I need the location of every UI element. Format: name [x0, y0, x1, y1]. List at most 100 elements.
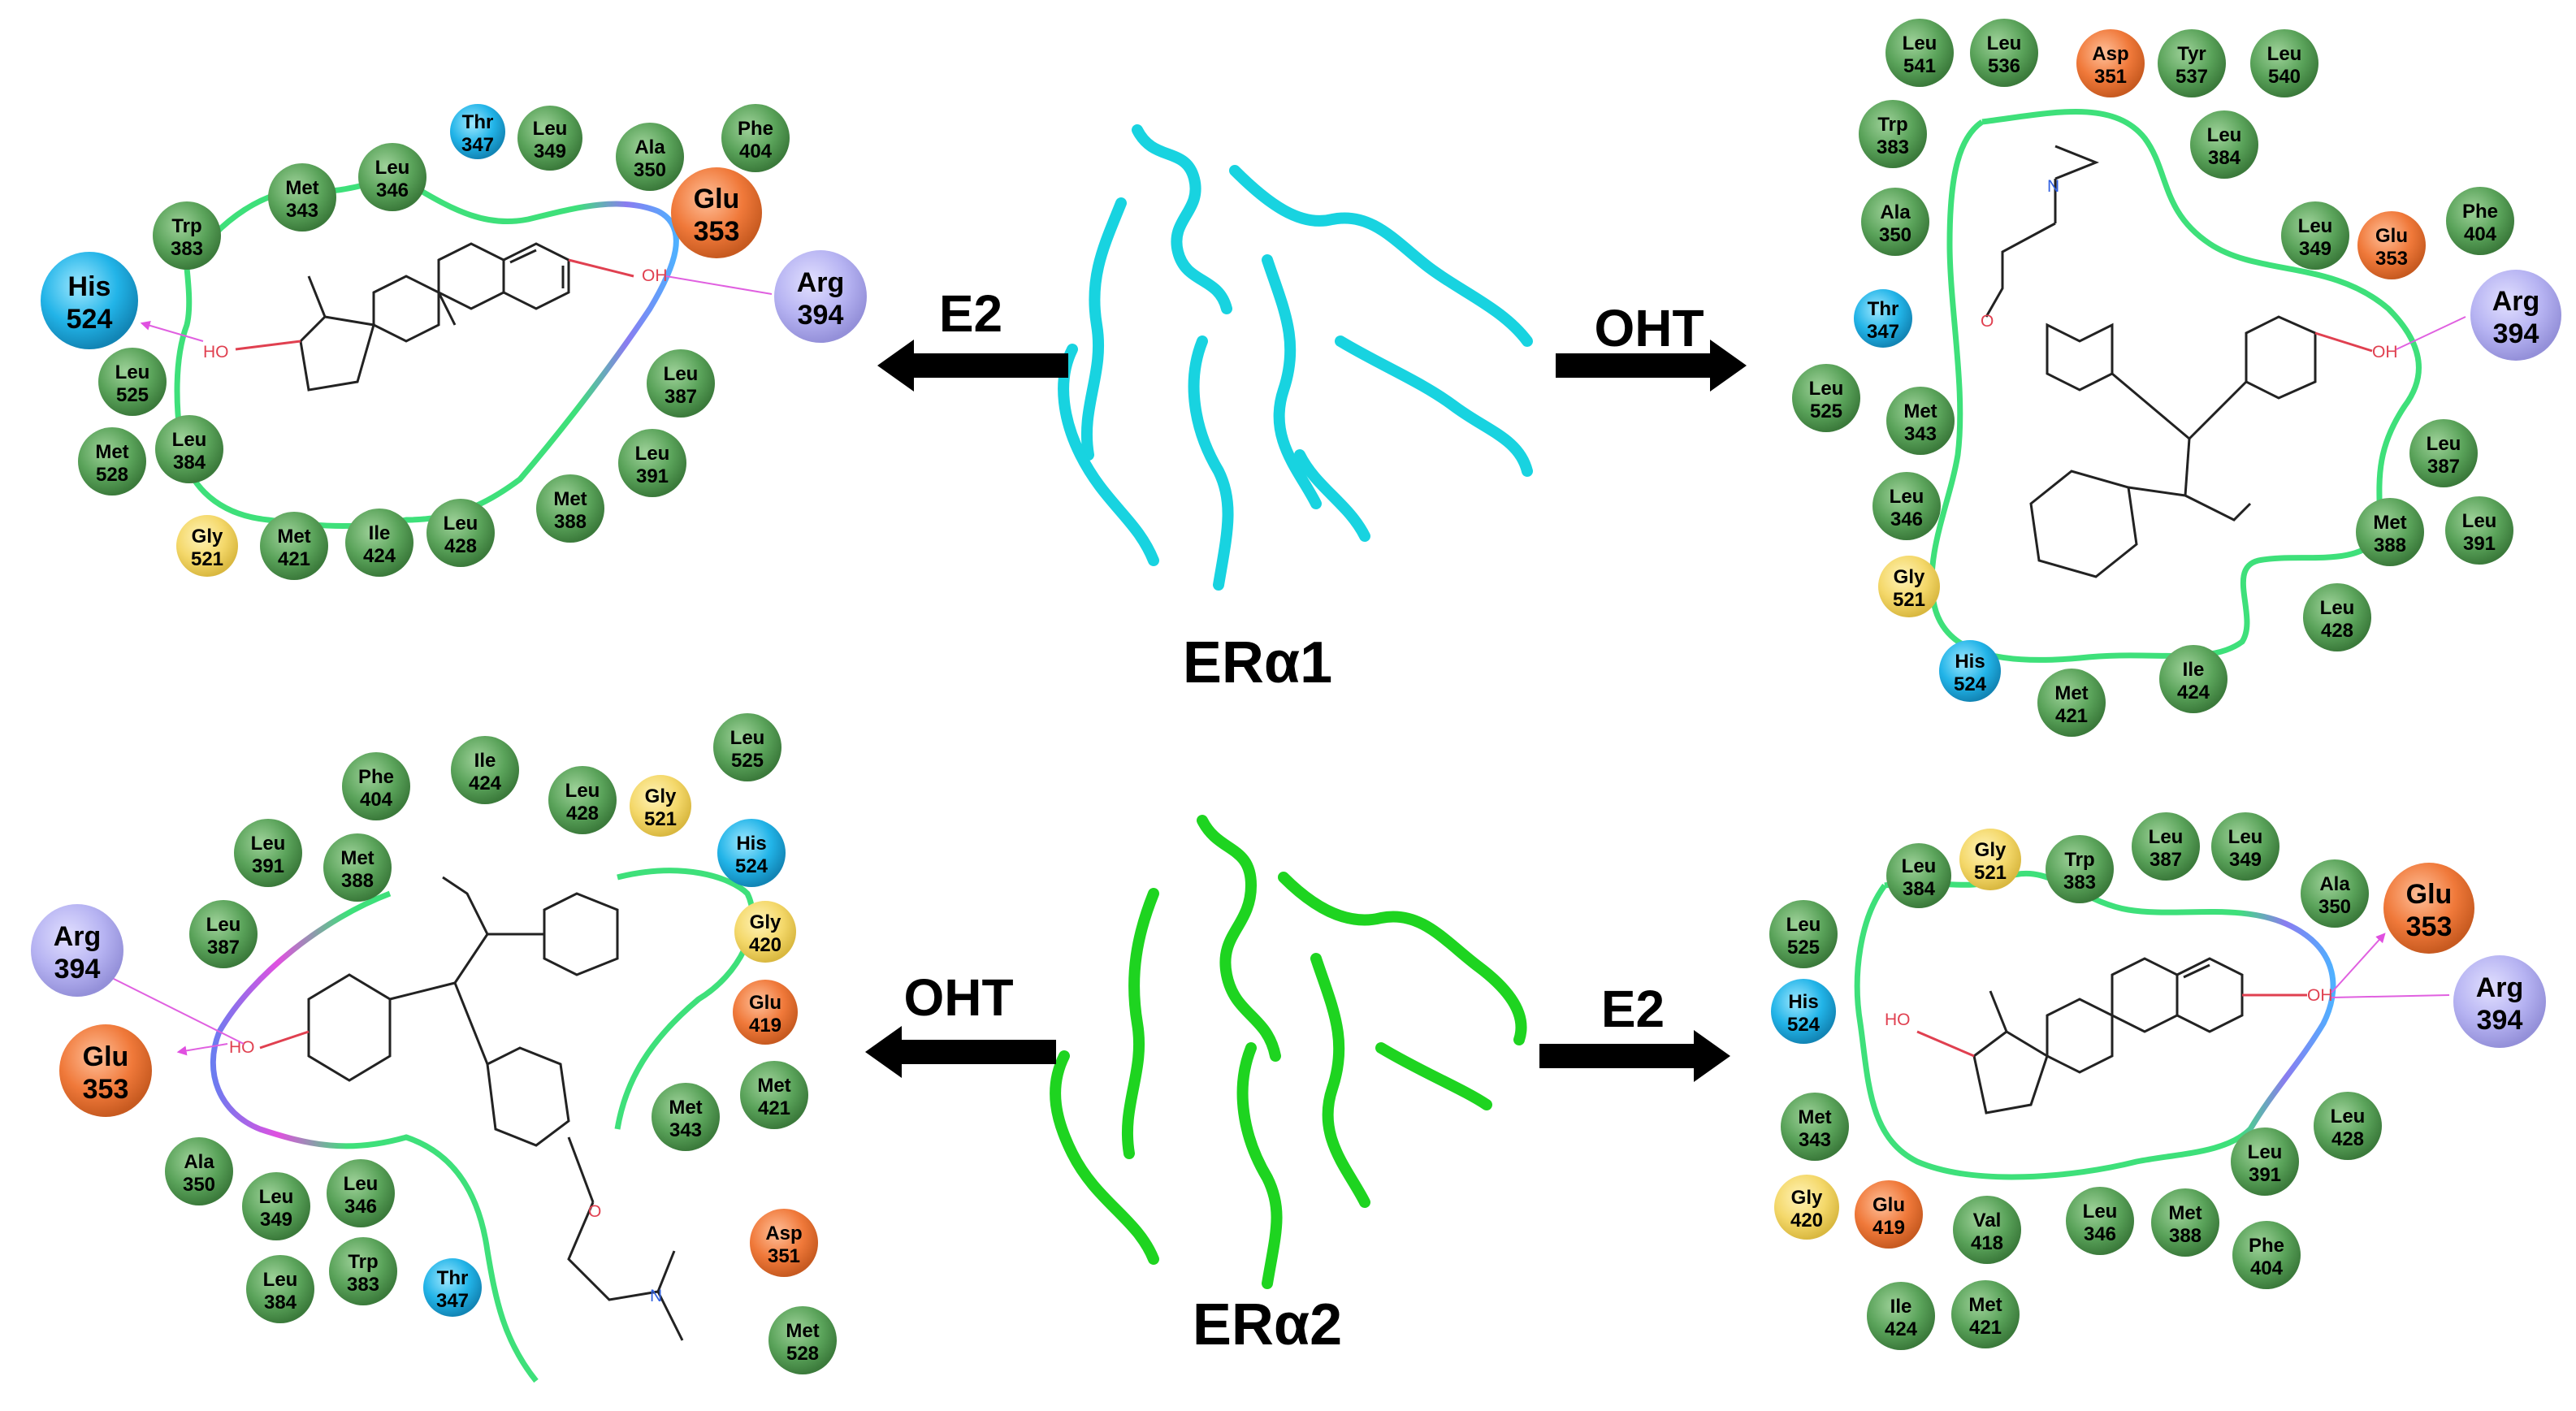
residue-number: 349	[2229, 849, 2262, 871]
residue-number: 388	[554, 511, 587, 533]
residue-number: 346	[2084, 1223, 2116, 1245]
hydroxyl-label: HO	[1885, 1011, 1911, 1029]
residue-number: 350	[1879, 224, 1911, 246]
residue-circle	[2357, 211, 2426, 279]
residue-number: 424	[363, 545, 396, 567]
residue-number: 349	[2299, 238, 2331, 260]
residue-name: Arg	[2476, 972, 2524, 1003]
hydroxyl-label: HO	[203, 343, 229, 361]
residue-circle	[242, 1172, 310, 1240]
residue-name: Trp	[2064, 849, 2094, 871]
nitrogen-label: N	[650, 1287, 662, 1305]
residue-name: Leu	[172, 429, 207, 451]
residue-name: Gly	[1791, 1187, 1823, 1209]
residue-circle	[548, 766, 617, 834]
residue-circle	[1781, 1093, 1849, 1161]
residue-number: 343	[1904, 423, 1937, 445]
residue-number: 391	[2249, 1164, 2281, 1186]
residue-circle	[2445, 496, 2513, 565]
residue-circle	[2158, 29, 2226, 97]
residue-number: 418	[1971, 1232, 2003, 1254]
residue-circle	[1855, 1180, 1923, 1249]
residue-name: Trp	[1877, 114, 1907, 136]
residue-name: Ala	[184, 1151, 214, 1173]
residue-circle	[1859, 100, 1927, 168]
residue-name: Leu	[344, 1173, 379, 1195]
residue-number: 383	[171, 238, 203, 260]
residue-name: Leu	[1786, 914, 1821, 936]
residue-number: 347	[1867, 321, 1899, 343]
residue-circle	[1774, 1175, 1839, 1240]
residue-name: Gly	[645, 786, 677, 807]
residue-circle	[78, 427, 146, 496]
residue-name: Leu	[251, 833, 286, 855]
residue-number: 541	[1903, 55, 1936, 77]
residue-number: 394	[798, 300, 844, 331]
residue-number: 421	[2055, 705, 2088, 727]
arrow-right-top	[1556, 340, 1747, 392]
residue-circle	[2453, 955, 2546, 1048]
residue-circle	[647, 349, 715, 418]
residue-name: Arg	[54, 921, 102, 952]
residue-circle	[358, 143, 426, 211]
residue-circle	[1886, 843, 1951, 908]
residue-circle	[2132, 812, 2200, 881]
residue-name: Met	[553, 488, 587, 510]
residue-name: Ala	[634, 136, 665, 158]
residue-number: 421	[1969, 1317, 2002, 1339]
residue-circle	[1769, 900, 1838, 968]
residue-number: 424	[2177, 682, 2210, 703]
residue-number: 524	[1954, 673, 1987, 695]
residue-number: 353	[2375, 248, 2408, 270]
residue-circle	[1792, 364, 1860, 432]
residue-name: Leu	[1903, 32, 1937, 54]
residue-circle	[345, 509, 413, 577]
residue-number: 540	[2268, 66, 2301, 88]
residue-name: Leu	[2320, 597, 2355, 619]
residue-name: Glu	[83, 1041, 129, 1072]
residue-circle	[2303, 583, 2371, 651]
residue-name: Met	[1968, 1294, 2002, 1316]
residue-circle	[246, 1255, 314, 1323]
residue-circle	[2232, 1221, 2301, 1289]
residue-name: Trp	[171, 215, 201, 237]
residue-circle	[768, 1306, 837, 1374]
residue-circle	[618, 429, 686, 497]
residue-number: 391	[2463, 533, 2496, 555]
hydroxyl-label: OH	[2372, 343, 2398, 361]
residue-circle	[41, 252, 138, 349]
residue-circle	[2409, 419, 2478, 487]
nitrogen-label: N	[2047, 177, 2059, 196]
residue-circle	[652, 1083, 720, 1151]
residue-name: His	[1788, 991, 1818, 1013]
residue-circle	[165, 1137, 233, 1205]
residue-number: 387	[665, 386, 697, 408]
residue-name: Thr	[437, 1267, 469, 1289]
residue-name: Met	[95, 441, 128, 463]
residue-name: Gly	[192, 526, 223, 548]
binding-pocket-outline	[1929, 109, 2422, 663]
residue-name: Glu	[2375, 225, 2408, 247]
protein-label-era1: ERα1	[1183, 630, 1332, 695]
residue-number: 350	[183, 1174, 215, 1196]
residue-number: 353	[83, 1074, 129, 1105]
residue-name: Thr	[462, 111, 494, 133]
residue-circle	[2356, 498, 2424, 566]
